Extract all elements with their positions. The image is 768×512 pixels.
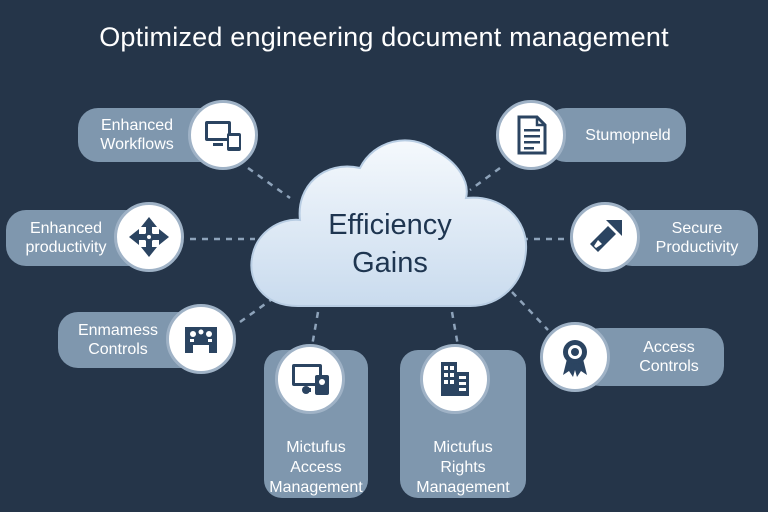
cloud-shape bbox=[250, 139, 528, 307]
node-label: Rights bbox=[440, 459, 486, 476]
node-label: Enmamess bbox=[77, 322, 159, 339]
connector-access-controls bbox=[511, 291, 549, 331]
node-label: Management bbox=[416, 479, 510, 496]
document-icon bbox=[496, 100, 566, 170]
building-icon bbox=[420, 344, 490, 414]
node-label: Mictufus bbox=[433, 439, 493, 456]
connector-lines bbox=[190, 166, 572, 347]
page-title: Optimized engineering document managemen… bbox=[99, 22, 669, 52]
control-panel-icon bbox=[166, 304, 236, 374]
move-arrows-icon bbox=[114, 202, 184, 272]
connector-workflows bbox=[247, 166, 291, 200]
connector-mictufus-access bbox=[310, 311, 320, 347]
node-label: Enhanced bbox=[29, 220, 103, 237]
award-badge-icon bbox=[540, 322, 610, 392]
connector-stumopneld bbox=[469, 166, 501, 192]
node-label: Productivity bbox=[655, 239, 739, 256]
node-label: Management bbox=[269, 479, 363, 496]
node-label: Access bbox=[643, 339, 695, 356]
connector-enmamess bbox=[239, 290, 283, 324]
connector-mictufus-rights bbox=[450, 311, 460, 347]
diagonal-arrow-icon bbox=[570, 202, 640, 272]
node-label: Controls bbox=[639, 358, 699, 375]
node-label: Stumopneld bbox=[585, 126, 671, 144]
node-label: Access bbox=[290, 459, 342, 476]
node-mictufus-access[interactable]: Mictufus Access Management bbox=[264, 350, 368, 498]
node-label: Controls bbox=[88, 341, 148, 358]
monitor-user-icon bbox=[275, 344, 345, 414]
center-label: Efficiency Gains bbox=[270, 206, 510, 282]
node-label: Enhanced bbox=[100, 117, 174, 134]
node-label: Workflows bbox=[100, 136, 174, 153]
node-label: productivity bbox=[25, 239, 107, 256]
devices-icon bbox=[188, 100, 258, 170]
center-label-line1: Efficiency bbox=[328, 209, 452, 241]
node-label: Mictufus bbox=[286, 439, 346, 456]
node-stumopneld[interactable]: Stumopneld bbox=[546, 108, 686, 162]
node-label: Secure bbox=[671, 220, 723, 237]
center-label-line2: Gains bbox=[352, 247, 428, 279]
